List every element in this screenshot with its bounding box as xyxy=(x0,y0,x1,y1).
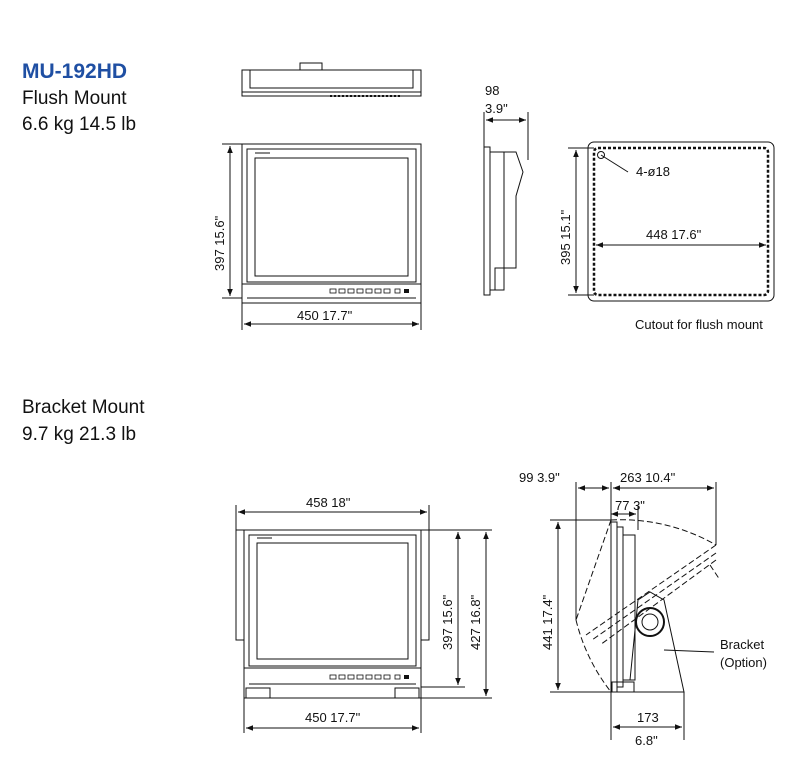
cutout-caption: Cutout for flush mount xyxy=(635,317,763,332)
bracket-front-offset-dim: 99 3.9" xyxy=(519,470,560,485)
flush-side-view xyxy=(483,146,524,296)
bracket-screen-height-dim: 397 15.6" xyxy=(440,594,455,650)
bracket-mount-title: Bracket Mount xyxy=(22,397,145,418)
bracket-width-dim: 450 17.7" xyxy=(305,710,361,725)
cutout-holes-label: 4-ø18 xyxy=(636,164,670,179)
bracket-option-label: (Option) xyxy=(720,655,767,670)
bracket-pivot-dim: 77 3" xyxy=(615,498,645,513)
bracket-control-buttons xyxy=(329,674,409,680)
bracket-total-height-dim: 427 16.8" xyxy=(468,594,483,650)
flush-width-dim: 450 17.7" xyxy=(297,308,353,323)
flush-height-dim: 397 15.6" xyxy=(212,215,227,271)
bracket-base-mm: 173 xyxy=(637,710,659,725)
flush-mount-weight: 6.6 kg 14.5 lb xyxy=(22,114,136,135)
bracket-front-view xyxy=(235,529,430,699)
cutout-width-dim: 448 17.6" xyxy=(646,227,702,242)
flush-depth-mm: 98 xyxy=(485,83,499,98)
cutout-height-dim: 395 15.1" xyxy=(558,209,573,265)
flush-cutout: 4-ø18 448 17.6" xyxy=(587,141,775,302)
bracket-top-width-dim: 458 18" xyxy=(306,495,351,510)
bracket-label: Bracket xyxy=(720,637,764,652)
flush-depth-in: 3.9" xyxy=(485,101,508,116)
bracket-swing-dim: 263 10.4" xyxy=(620,470,676,485)
bracket-base-in: 6.8" xyxy=(635,733,658,748)
flush-mount-title: Flush Mount xyxy=(22,88,127,109)
control-buttons xyxy=(329,288,409,294)
flush-top-view xyxy=(241,62,422,97)
bracket-side-view xyxy=(610,521,685,693)
flush-front-view xyxy=(241,143,422,304)
bracket-mount-weight: 9.7 kg 21.3 lb xyxy=(22,424,136,445)
model-name: MU-192HD xyxy=(22,60,127,83)
bracket-side-height-dim: 441 17.4" xyxy=(540,594,555,650)
bracket-tilt-arc xyxy=(575,519,721,693)
